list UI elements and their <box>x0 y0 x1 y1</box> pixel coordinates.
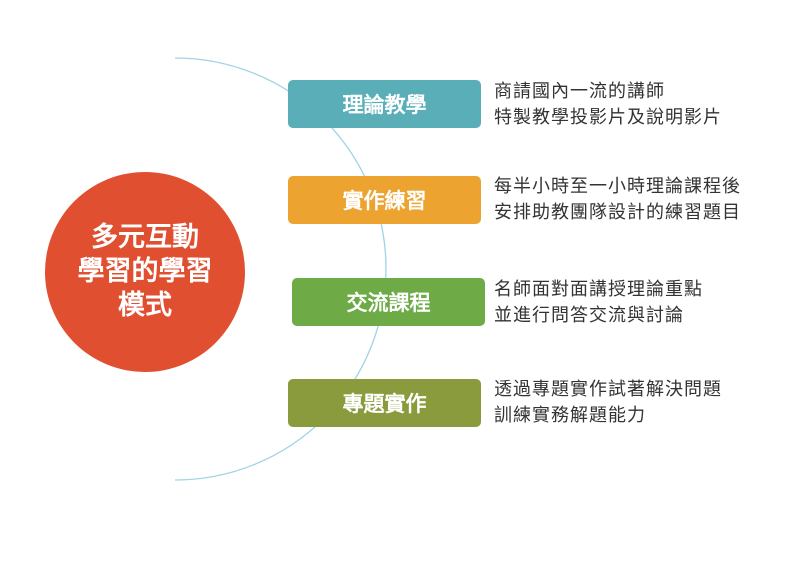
center-line: 學習的學習 <box>77 256 213 287</box>
desc-line: 名師面對面講授理論重點 <box>494 279 703 300</box>
item-desc-theory: 商請國內一流的講師 特製教學投影片及說明影片 <box>494 79 722 131</box>
desc-line: 特製教學投影片及說明影片 <box>494 107 722 128</box>
desc-line: 透過專題實作試著解決問題 <box>494 379 722 400</box>
desc-line: 每半小時至一小時理論課程後 <box>494 176 741 197</box>
center-line: 多元互動 <box>91 222 199 253</box>
item-box-exchange: 交流課程 <box>292 278 485 326</box>
center-line: 模式 <box>118 290 172 321</box>
item-desc-practice: 每半小時至一小時理論課程後 安排助教團隊設計的練習題目 <box>494 174 741 226</box>
item-desc-exchange: 名師面對面講授理論重點 並進行問答交流與討論 <box>494 277 703 329</box>
item-box-project: 專題實作 <box>288 379 481 427</box>
item-desc-project: 透過專題實作試著解決問題 訓練實務解題能力 <box>494 377 722 429</box>
desc-line: 並進行問答交流與討論 <box>494 305 684 326</box>
item-box-theory: 理論教學 <box>288 80 481 128</box>
desc-line: 安排助教團隊設計的練習題目 <box>494 202 741 223</box>
center-circle: 多元互動 學習的學習 模式 <box>45 172 245 372</box>
desc-line: 商請國內一流的講師 <box>494 81 665 102</box>
item-box-practice: 實作練習 <box>288 176 481 224</box>
desc-line: 訓練實務解題能力 <box>494 405 646 426</box>
